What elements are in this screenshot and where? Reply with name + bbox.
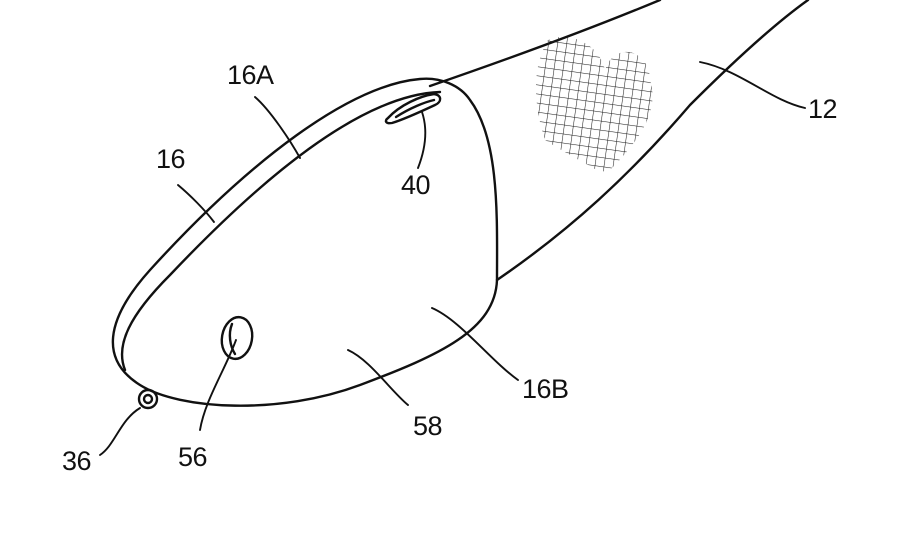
leader-40 bbox=[417, 111, 427, 169]
label-body: 12 bbox=[808, 94, 838, 124]
label-pivot: 36 bbox=[62, 446, 92, 476]
button-outline bbox=[220, 315, 254, 361]
housing-outer-outline bbox=[111, 77, 499, 407]
leader-16 bbox=[177, 184, 215, 223]
leader-16A bbox=[254, 96, 301, 159]
leader-58 bbox=[347, 349, 409, 406]
leader-56 bbox=[199, 339, 237, 431]
body-outline-bottom bbox=[495, 0, 810, 282]
label-upper-shell: 16A bbox=[227, 60, 274, 90]
button-inner-curve bbox=[228, 322, 237, 356]
label-lower-shell: 16B bbox=[522, 374, 569, 404]
label-slot: 40 bbox=[401, 170, 431, 200]
slot-feature bbox=[384, 92, 442, 125]
label-front-face: 58 bbox=[413, 411, 443, 441]
pivot-inner bbox=[142, 393, 154, 405]
grille-mesh bbox=[535, 36, 653, 172]
label-button: 56 bbox=[178, 442, 208, 472]
leader-12 bbox=[699, 61, 806, 109]
leader-36 bbox=[99, 407, 141, 456]
label-housing: 16 bbox=[156, 144, 186, 174]
upper-shell-seam bbox=[120, 90, 442, 372]
leader-16B bbox=[431, 307, 519, 381]
pivot-outer bbox=[137, 388, 159, 410]
slot-inner-line bbox=[394, 98, 436, 119]
